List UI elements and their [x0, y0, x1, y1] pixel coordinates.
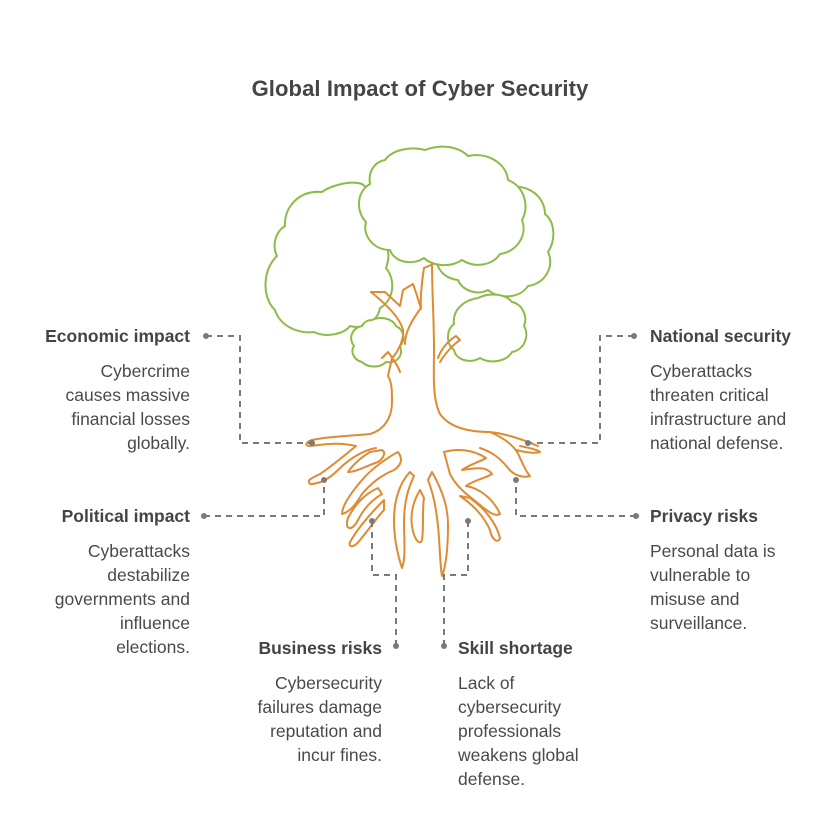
desc-line: defense.: [458, 769, 526, 789]
desc-line: governments and: [54, 589, 190, 609]
connector-dots: [201, 333, 639, 649]
foliage-icon: [264, 145, 555, 368]
desc-line: Cyberattacks: [87, 541, 190, 561]
desc-line: national defense.: [650, 433, 784, 453]
item-business-risks: Business risks Cybersecurity failures da…: [202, 637, 382, 767]
desc-line: cybersecurity: [458, 697, 562, 717]
item-heading: Privacy risks: [650, 506, 759, 526]
desc-line: influence: [119, 613, 190, 633]
connector-skill-shortage: [443, 521, 469, 646]
item-description: Cyberattacks destabilize governments and…: [0, 539, 190, 659]
item-economic-impact: Economic impact Cybercrime causes massiv…: [0, 325, 190, 455]
desc-line: financial losses: [71, 409, 190, 429]
desc-line: vulnerable to: [650, 565, 751, 585]
desc-line: infrastructure and: [650, 409, 787, 429]
item-description: Cyberattacks threaten critical infrastru…: [650, 359, 840, 455]
desc-line: Cyberattacks: [650, 361, 753, 381]
connector-privacy-risks: [515, 480, 636, 517]
item-heading: Skill shortage: [458, 638, 573, 658]
desc-line: Cybersecurity: [275, 673, 382, 693]
desc-line: Lack of: [458, 673, 515, 693]
connector-political-impact: [204, 480, 325, 517]
desc-line: destabilize: [107, 565, 190, 585]
item-skill-shortage: Skill shortage Lack of cybersecurity pro…: [458, 637, 638, 791]
connector-national-security: [528, 335, 634, 444]
item-heading: Political impact: [61, 506, 190, 526]
roots-icon: [305, 431, 541, 577]
item-political-impact: Political impact Cyberattacks destabiliz…: [0, 505, 190, 659]
desc-line: elections.: [116, 637, 190, 657]
item-description: Lack of cybersecurity professionals weak…: [458, 671, 638, 791]
item-national-security: National security Cyberattacks threaten …: [650, 325, 840, 455]
item-description: Cybercrime causes massive financial loss…: [0, 359, 191, 455]
item-privacy-risks: Privacy risks Personal data is vulnerabl…: [650, 505, 840, 635]
desc-line: threaten critical: [650, 385, 769, 405]
desc-line: causes massive: [65, 385, 191, 405]
desc-line: reputation and: [270, 721, 382, 741]
desc-line: weakens global: [458, 745, 579, 765]
item-description: Cybersecurity failures damage reputation…: [202, 671, 382, 767]
connector-business-risks: [371, 521, 397, 646]
item-description: Personal data is vulnerable to misuse an…: [650, 539, 840, 635]
diagram-title: Global Impact of Cyber Security: [251, 76, 589, 101]
desc-line: misuse and: [650, 589, 740, 609]
desc-line: professionals: [458, 721, 562, 741]
desc-line: incur fines.: [297, 745, 382, 765]
connector-economic-impact: [206, 335, 312, 444]
item-heading: National security: [650, 326, 792, 346]
trunk-icon: [311, 263, 539, 447]
desc-line: failures damage: [257, 697, 382, 717]
desc-line: surveillance.: [650, 613, 748, 633]
connector-lines: [204, 335, 636, 646]
item-heading: Economic impact: [45, 326, 190, 346]
desc-line: Cybercrime: [100, 361, 190, 381]
desc-line: Personal data is: [650, 541, 776, 561]
item-heading: Business risks: [258, 638, 382, 658]
desc-line: globally.: [127, 433, 190, 453]
